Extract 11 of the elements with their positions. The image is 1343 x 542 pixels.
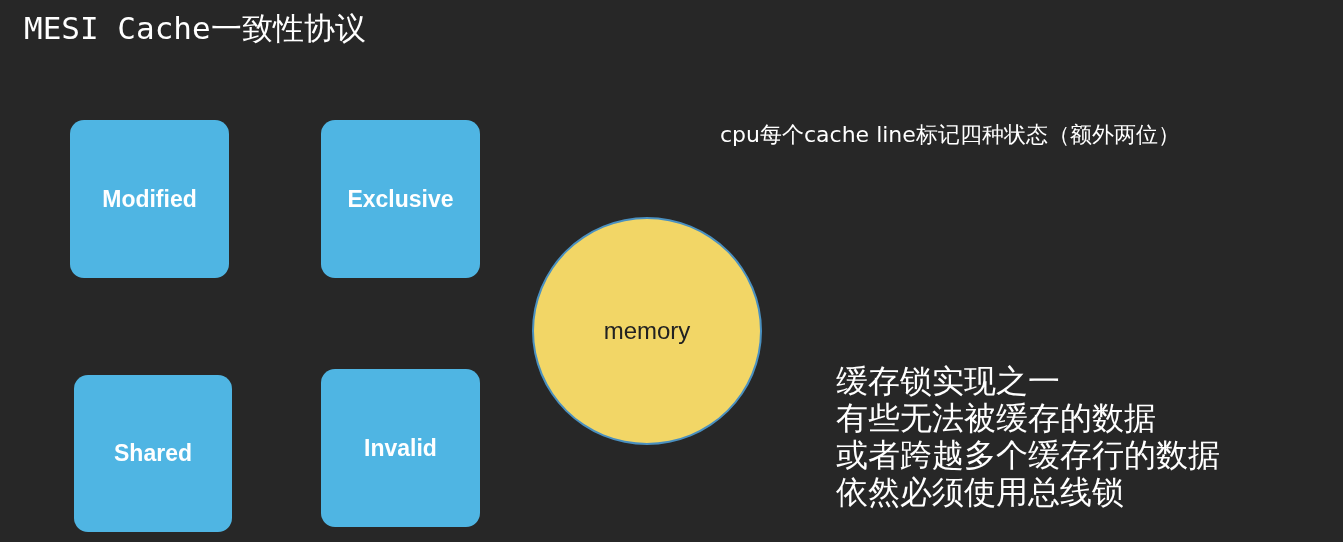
note-text: 有些无法被缓存的数据: [836, 400, 1156, 437]
note-text: cpu每个cache line标记四种状态（额外两位）: [720, 122, 1180, 148]
memory-circle: memory: [532, 217, 762, 445]
note-text: 或者跨越多个缓存行的数据: [836, 437, 1220, 474]
state-box: Shared: [74, 375, 232, 532]
note-text: 依然必须使用总线锁: [836, 474, 1124, 511]
note-text: 缓存锁实现之一: [836, 363, 1060, 400]
state-box: Exclusive: [321, 120, 480, 278]
state-box: Invalid: [321, 369, 480, 527]
title: MESI Cache一致性协议: [24, 9, 366, 48]
state-box: Modified: [70, 120, 229, 278]
